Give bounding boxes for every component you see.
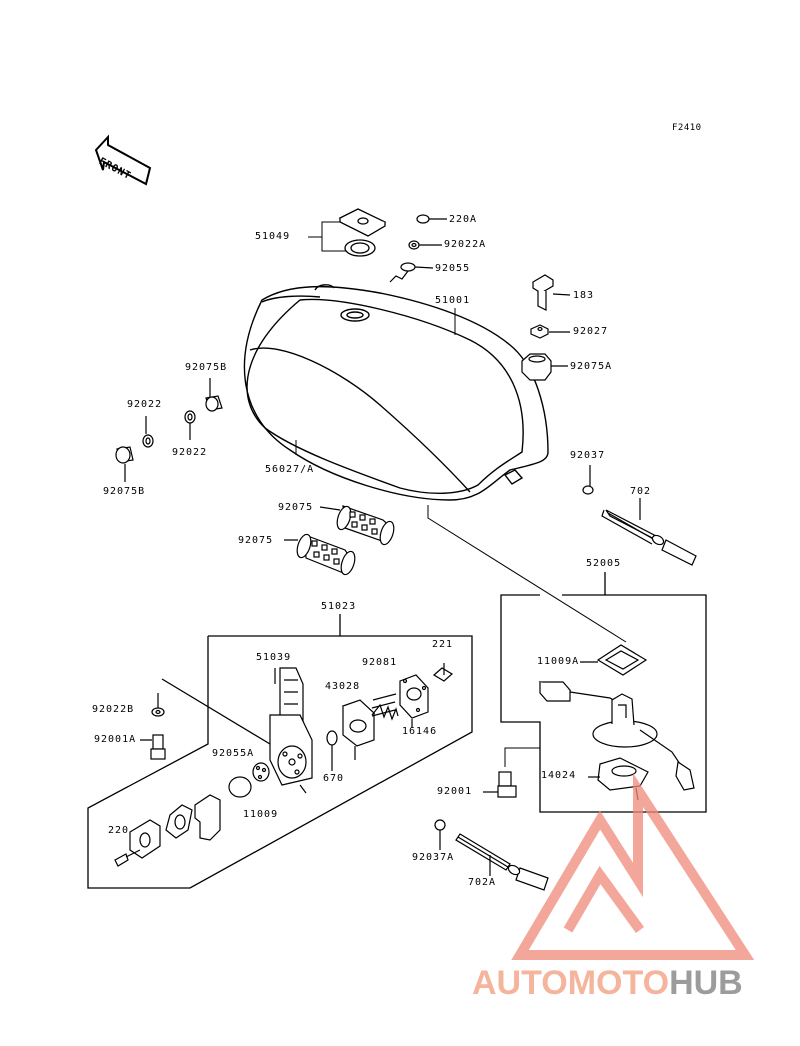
part-label-92022-right: 92022 bbox=[172, 447, 208, 458]
part-label-11009: 11009 bbox=[243, 809, 279, 820]
fuel-cock-51039 bbox=[269, 667, 313, 794]
fuel-pump-box-52005 bbox=[500, 572, 707, 813]
part-label-51023: 51023 bbox=[321, 601, 357, 612]
part-label-183: 183 bbox=[573, 290, 595, 301]
part-label-92075-bottom: 92075 bbox=[238, 535, 274, 546]
part-label-92027: 92027 bbox=[573, 326, 609, 337]
bolt-92001 bbox=[483, 771, 517, 798]
watermark-logo bbox=[511, 773, 755, 960]
leader-92001 bbox=[504, 747, 540, 767]
hose-702 bbox=[582, 465, 697, 566]
part-label-670: 670 bbox=[323, 773, 345, 784]
part-label-220: 220 bbox=[108, 825, 130, 836]
fuel-tank bbox=[243, 284, 549, 501]
part-label-92037: 92037 bbox=[570, 450, 606, 461]
part-label-92075b-top: 92075B bbox=[185, 362, 228, 373]
part-label-702: 702 bbox=[630, 486, 652, 497]
part-label-43028: 43028 bbox=[325, 681, 361, 692]
rubber-cushions-92075 bbox=[284, 505, 395, 576]
part-label-16146: 16146 bbox=[402, 726, 438, 737]
rubber-mounts-left bbox=[115, 378, 223, 482]
leaders-tank bbox=[295, 308, 627, 643]
part-label-51049: 51049 bbox=[255, 231, 291, 242]
leader-51049 bbox=[308, 221, 346, 252]
part-label-221: 221 bbox=[432, 639, 454, 650]
part-label-702a: 702A bbox=[468, 877, 497, 888]
part-label-52005: 52005 bbox=[586, 558, 622, 569]
fuel-cock-parts bbox=[228, 663, 454, 798]
bolt-92001a bbox=[140, 693, 166, 760]
part-label-92055a: 92055A bbox=[212, 748, 255, 759]
part-label-220a: 220A bbox=[449, 214, 478, 225]
watermark-text-part2: HUB bbox=[669, 964, 743, 1002]
figure-code: F2410 bbox=[672, 123, 702, 133]
hose-702a bbox=[434, 819, 549, 891]
part-label-92075a: 92075A bbox=[570, 361, 613, 372]
part-label-11009a: 11009A bbox=[537, 656, 580, 667]
front-arrow-icon bbox=[94, 134, 152, 186]
part-label-92081: 92081 bbox=[362, 657, 398, 668]
watermark-text: AUTOMOTOHUB bbox=[472, 963, 743, 1003]
fuel-cock-box-51023 bbox=[87, 614, 473, 889]
small-bolt-220a bbox=[389, 214, 447, 283]
part-label-14024: 14024 bbox=[541, 770, 577, 781]
fuel-cock-lever bbox=[114, 794, 221, 867]
part-label-92075-top: 92075 bbox=[278, 502, 314, 513]
part-label-56027a: 56027/A bbox=[265, 464, 315, 475]
part-label-51039: 51039 bbox=[256, 652, 292, 663]
part-label-92075b-bottom: 92075B bbox=[103, 486, 146, 497]
part-label-92022-left: 92022 bbox=[127, 399, 163, 410]
watermark-text-part1: AUTOMOTO bbox=[472, 964, 670, 1002]
part-label-92001: 92001 bbox=[437, 786, 473, 797]
part-label-92055: 92055 bbox=[435, 263, 471, 274]
cap-plate bbox=[338, 208, 387, 257]
part-label-92022b: 92022B bbox=[92, 704, 135, 715]
part-label-92001a: 92001A bbox=[94, 734, 137, 745]
part-label-92022a: 92022A bbox=[444, 239, 487, 250]
part-label-92037a: 92037A bbox=[412, 852, 455, 863]
bolt-183 bbox=[521, 274, 571, 381]
part-label-51001: 51001 bbox=[435, 295, 471, 306]
fuel-pump-assembly bbox=[538, 644, 695, 801]
